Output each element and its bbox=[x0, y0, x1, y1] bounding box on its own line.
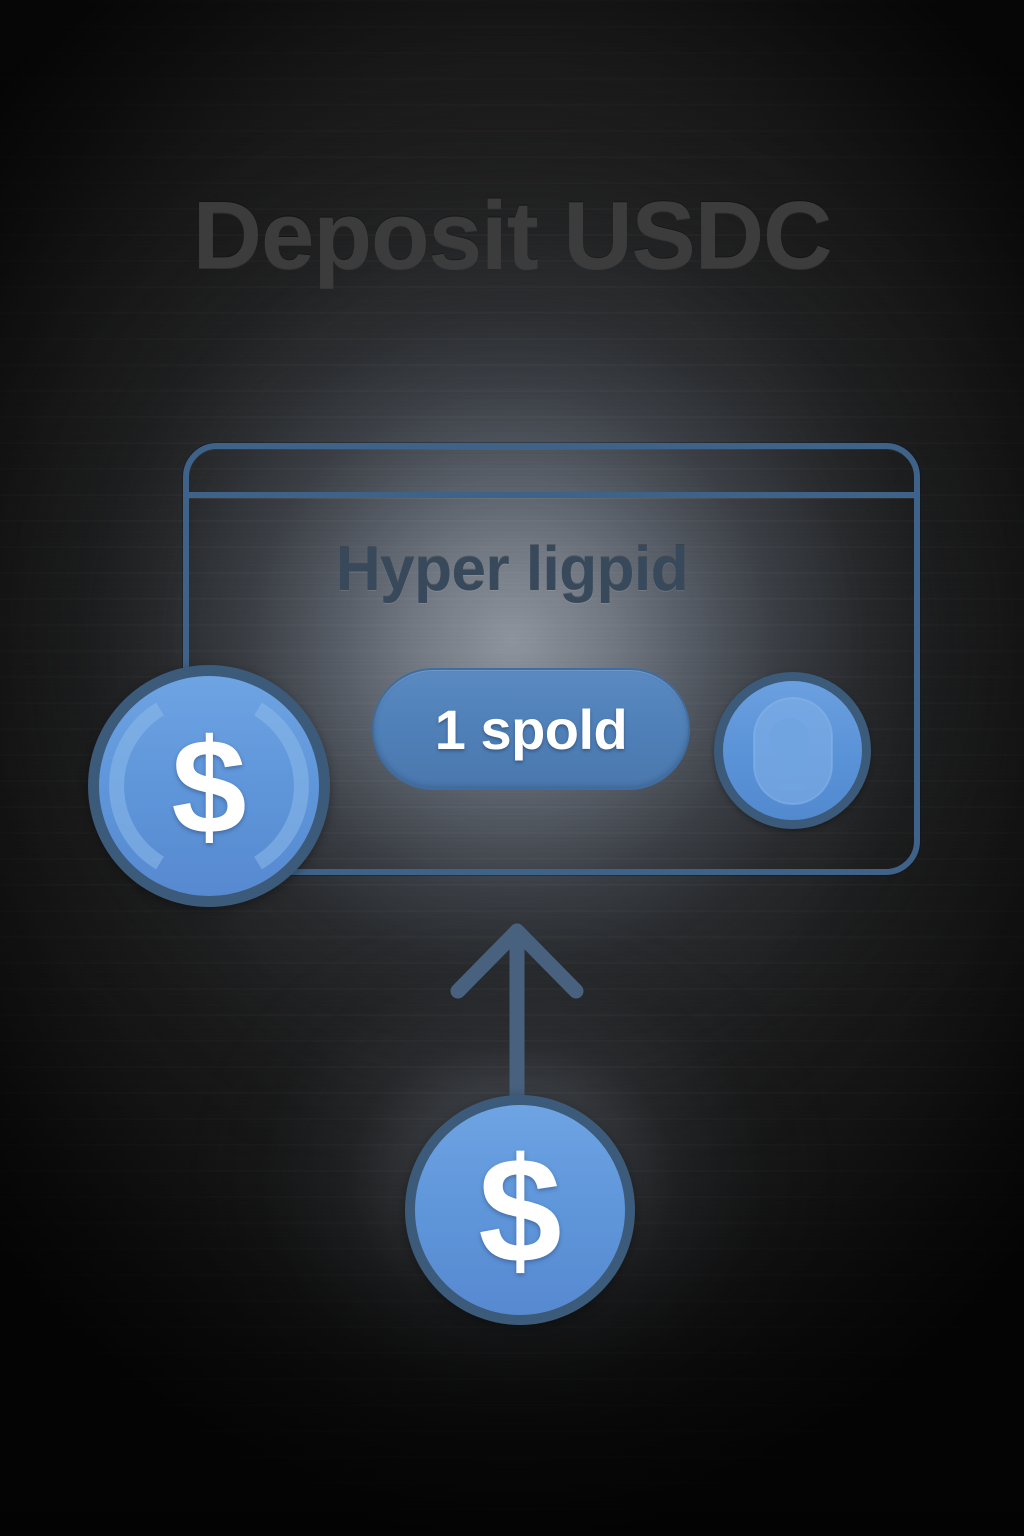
card-titlebar-divider bbox=[189, 492, 914, 498]
spold-amount-label: 1 spold bbox=[434, 697, 628, 761]
usdc-coin-artwork bbox=[109, 702, 309, 870]
spold-amount-button[interactable]: 1 spold bbox=[372, 668, 690, 790]
lightbulb-icon bbox=[752, 696, 833, 805]
page-title: Deposit USDC bbox=[192, 182, 833, 289]
lightbulb-icon-button[interactable] bbox=[714, 672, 871, 829]
dollar-coin-icon: $ bbox=[405, 1095, 635, 1325]
card-heading: Hyper ligpid bbox=[335, 535, 689, 604]
deposit-arrow-icon bbox=[430, 905, 610, 1115]
dollar-coin-symbol: $ bbox=[478, 1126, 562, 1294]
usdc-coin-icon: $ bbox=[88, 665, 330, 907]
usdc-coin-symbol: $ bbox=[171, 710, 247, 862]
deposit-card bbox=[183, 443, 920, 875]
